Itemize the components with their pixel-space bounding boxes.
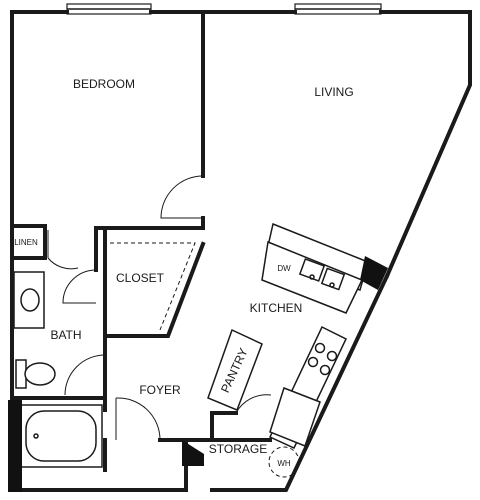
linen-label: LINEN — [14, 238, 38, 247]
window-living — [294, 3, 382, 15]
kitchen-label: KITCHEN — [250, 301, 303, 315]
structural-columns — [8, 256, 388, 492]
kitchen-sink — [298, 258, 346, 291]
toilet — [15, 359, 56, 389]
water-heater-label: WH — [277, 459, 291, 468]
pantry-box — [207, 328, 263, 411]
storage-label: STORAGE — [209, 442, 267, 456]
interior-walls — [10, 10, 272, 472]
living-label: LIVING — [314, 85, 353, 99]
bedroom-label: BEDROOM — [73, 77, 135, 91]
stove-burners — [307, 342, 338, 376]
door-swings — [47, 175, 272, 441]
water-heater — [268, 446, 300, 478]
bath-vanity — [13, 271, 45, 329]
bath-label: BATH — [50, 328, 81, 342]
closet-shelf — [110, 242, 196, 331]
bathtub — [19, 404, 103, 468]
refrigerator — [269, 387, 321, 447]
dishwasher-label: DW — [277, 264, 291, 273]
exterior-walls — [10, 10, 472, 492]
foyer-label: FOYER — [139, 383, 181, 397]
closet-label: CLOSET — [116, 271, 165, 285]
window-bedroom — [66, 3, 152, 15]
